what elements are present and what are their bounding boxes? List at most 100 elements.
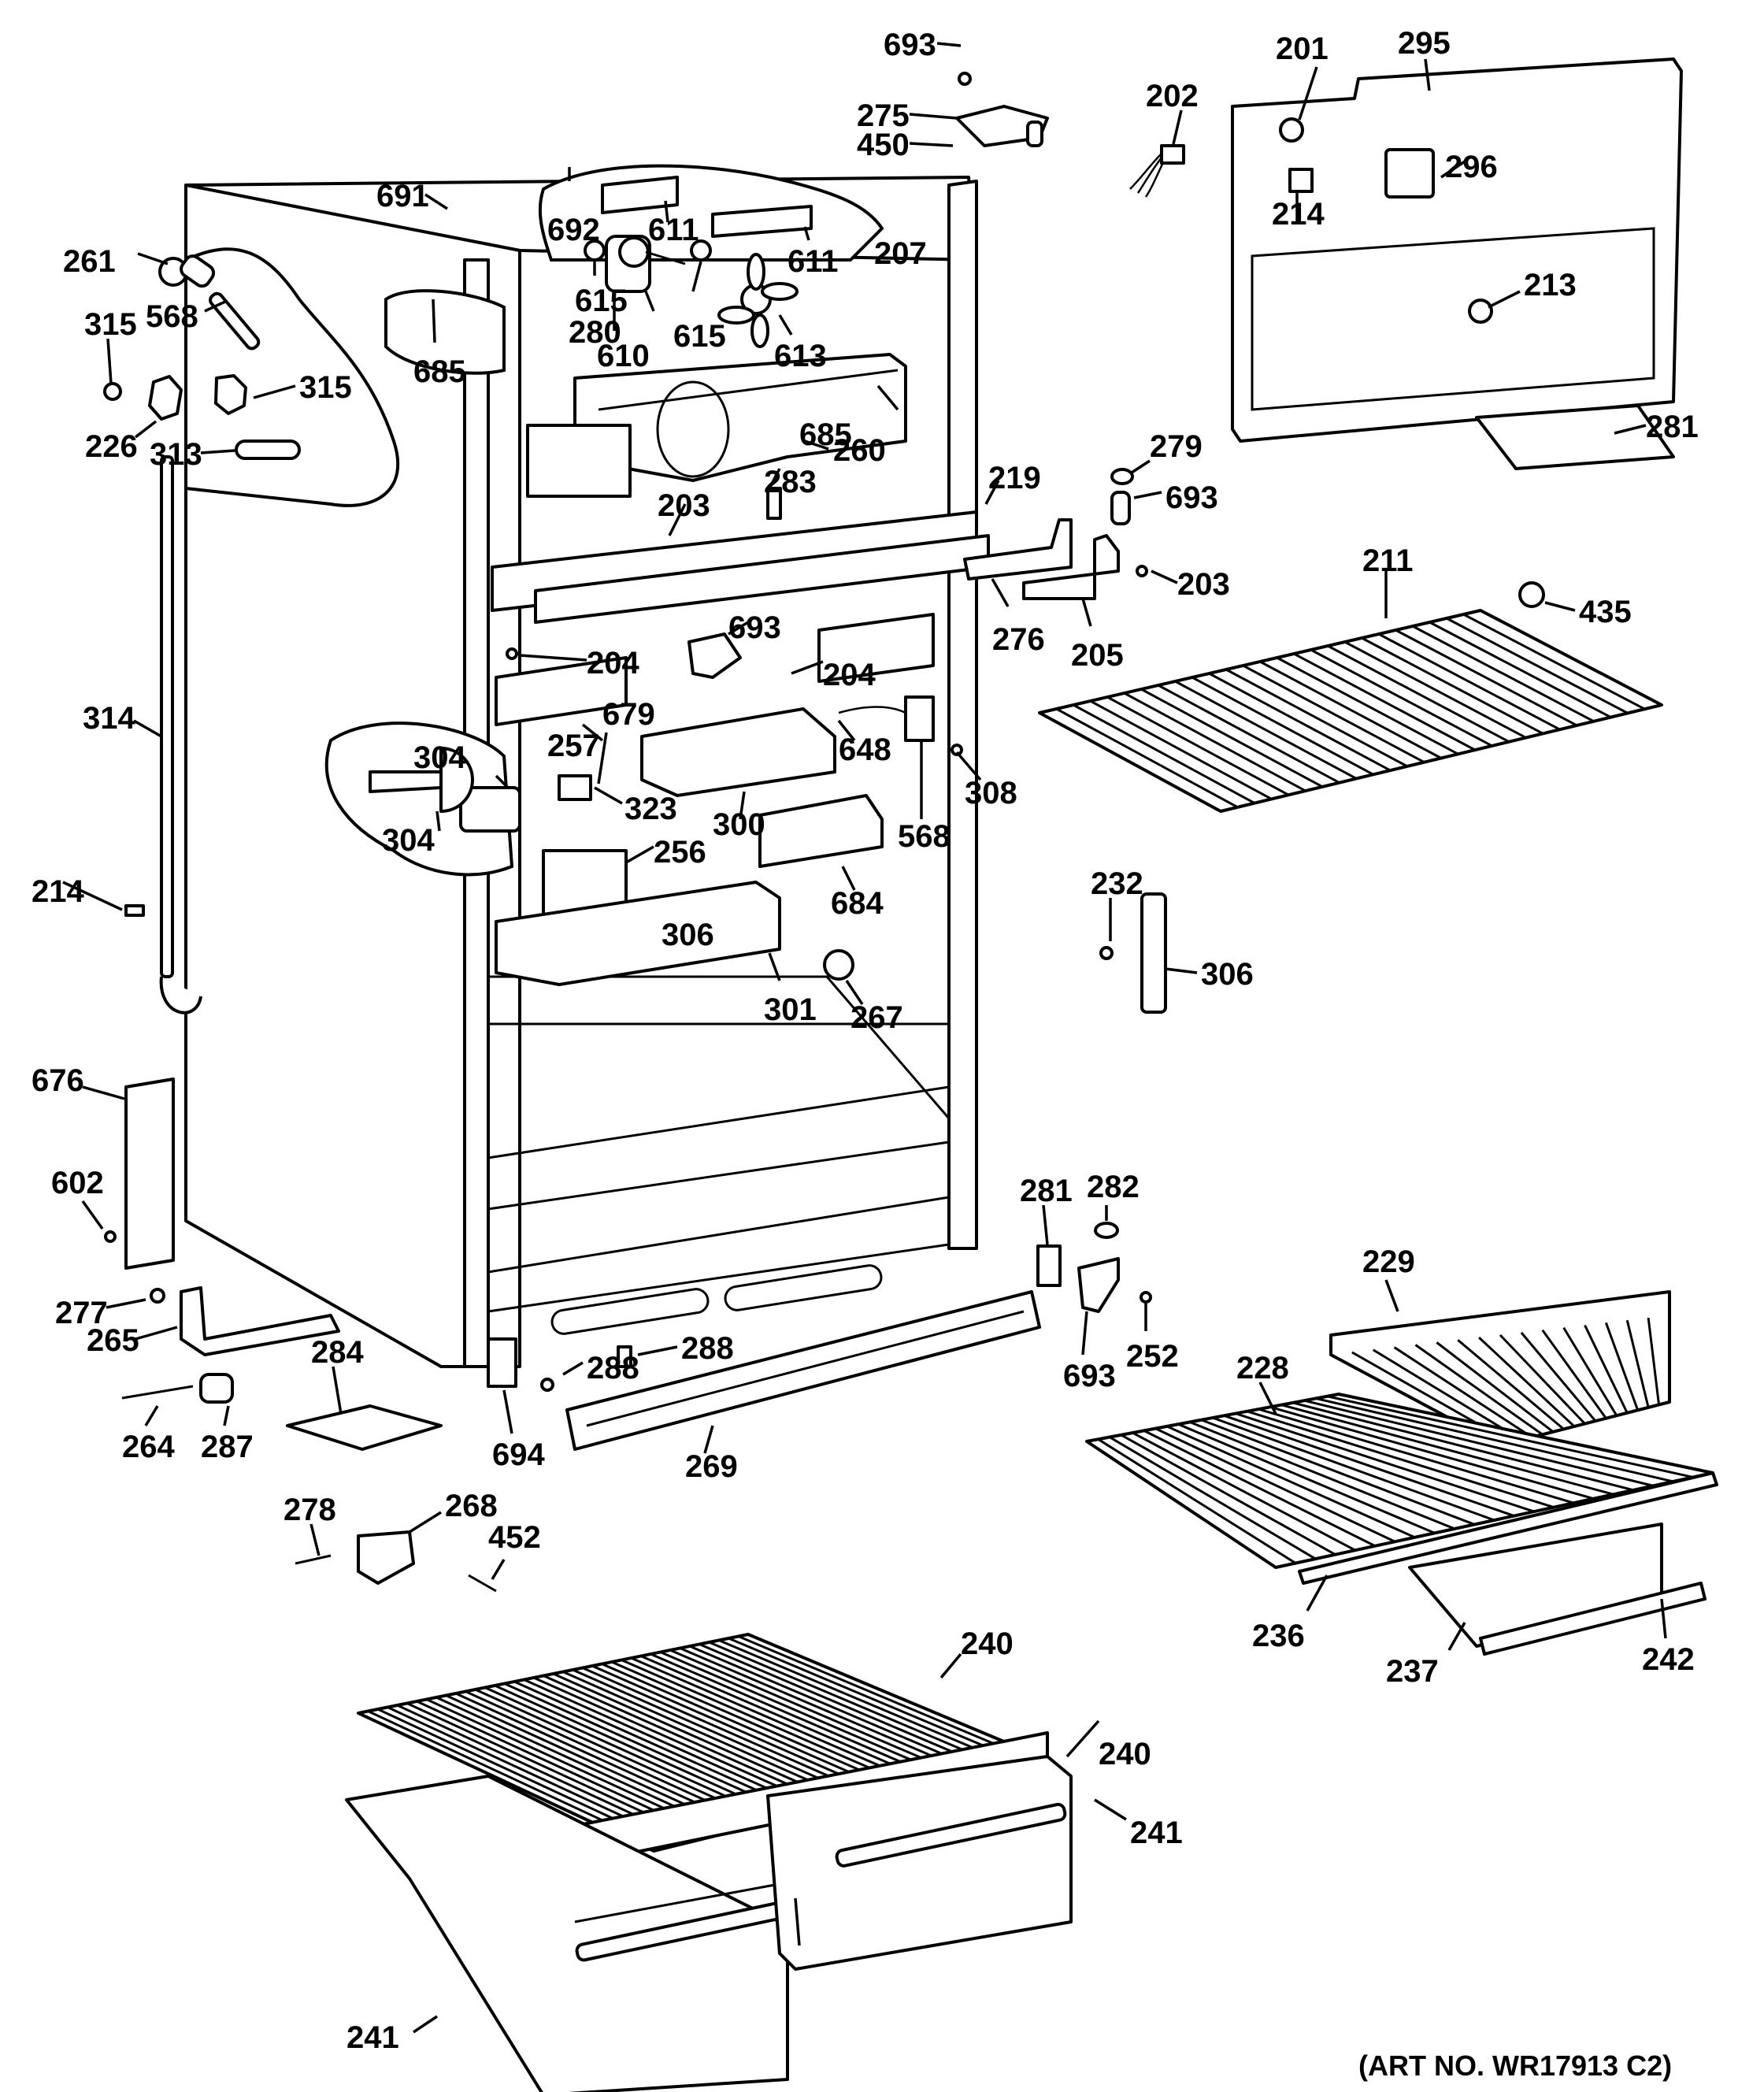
callout: 201 [1276,32,1329,66]
water-valve-260 [158,254,216,288]
handle-237 [1479,1582,1707,1656]
control-panel-306 [495,881,781,986]
callout: 300 [713,807,765,842]
frame-right-post [947,180,978,1250]
fan-blade [717,253,799,348]
light-socket-296 [1288,168,1314,193]
plug-214a [1279,117,1304,143]
thermistor [766,487,782,520]
screw-693b [1136,565,1148,577]
axle-265 [121,1385,194,1400]
callout: 269 [685,1449,738,1484]
callout: 685 [413,354,466,389]
fitting-315a [148,375,183,421]
callout: 693 [1063,1359,1116,1393]
freezer-liner-panel [1231,57,1683,443]
water-tube-313 [160,455,174,978]
callout: 214 [32,874,84,909]
shelf-rail-232 [1140,892,1167,1014]
shelf-support-left [495,656,628,726]
fan-motor [605,235,686,293]
screw-693a [958,72,972,86]
center-hinge-283 [963,518,1073,580]
roller-264 [199,1373,234,1404]
callout: 287 [201,1430,254,1464]
callout: 226 [85,429,138,464]
damper-knob [687,632,742,679]
control-housing [640,707,836,797]
callout: 203 [1177,567,1230,602]
bottom-hinge-282 [1077,1257,1120,1313]
crisper-drawer-right [766,1755,1073,1971]
callout: 283 [764,465,817,499]
callout: 236 [1252,1619,1305,1653]
art-number-caption: (ART NO. WR17913 C2) [1358,2049,1672,2082]
callout: 611 [788,244,839,279]
callout: 280 [569,315,621,350]
bracket-277 [180,1286,340,1356]
motor-bracket-1 [601,176,679,214]
callout: 211 [1362,543,1414,578]
spacer-284 [487,1337,517,1388]
callout: 648 [839,733,891,767]
callout: 279 [1150,429,1203,464]
callout: 213 [1524,268,1577,302]
clip-314 [124,904,145,917]
callout: 232 [1091,866,1143,901]
defrost-timer [459,786,521,833]
screw-268 [468,1574,497,1593]
callout: 693 [728,610,781,645]
washer-281a [1110,468,1134,485]
nut-315b [214,374,247,415]
washer-281b [1094,1222,1119,1239]
callout: 315 [299,370,352,405]
callout: 694 [492,1437,545,1472]
connector-295 [1160,144,1185,165]
callout: 242 [1642,1642,1695,1677]
callout: 252 [1126,1339,1179,1374]
plug-214b [1468,299,1493,324]
callout: 277 [55,1296,108,1330]
leader-lines [62,42,1667,2034]
callout: 240 [1099,1737,1151,1771]
switch-256 [558,774,592,801]
callout: 676 [32,1063,84,1098]
freezer-shelf-205 [1038,609,1663,813]
handle-241-right [835,1802,1067,1868]
callout: 229 [1362,1244,1415,1279]
tube-bend [159,976,202,1014]
mullion [491,510,990,624]
knob-301 [823,949,854,981]
callout: 315 [84,307,137,342]
callout: 323 [624,792,677,826]
vent-grille-202 [1384,148,1435,198]
callout: 267 [850,1000,903,1035]
callout: 301 [764,992,817,1027]
callout-labels: 693 275 450 691 692 611 611 615 615 610 … [32,26,1699,2055]
callout: 228 [1236,1351,1289,1385]
callout: 240 [961,1626,1014,1661]
callout: 278 [284,1493,336,1527]
callout: 265 [87,1323,139,1358]
hinge-pin-450 [1026,121,1043,147]
callout: 314 [83,701,135,736]
roller-bracket-287 [286,1404,443,1451]
screw-602 [150,1288,165,1304]
callout: 214 [1272,197,1325,232]
callout: 304 [382,823,435,858]
callout: 268 [445,1489,498,1523]
callout: 204 [823,658,876,692]
hinge-pin-279 [1110,491,1131,525]
switch-wire [838,706,906,714]
callout: 615 [575,284,628,318]
callout: 282 [1087,1170,1140,1204]
callout: 264 [122,1430,175,1464]
callout: 304 [413,740,466,775]
shelf-stop-211 [1518,581,1545,608]
callout: 679 [602,697,655,732]
screw-694 [540,1378,554,1392]
callout: 207 [874,236,927,271]
callout: 684 [831,886,884,921]
callout: 615 [673,319,726,354]
